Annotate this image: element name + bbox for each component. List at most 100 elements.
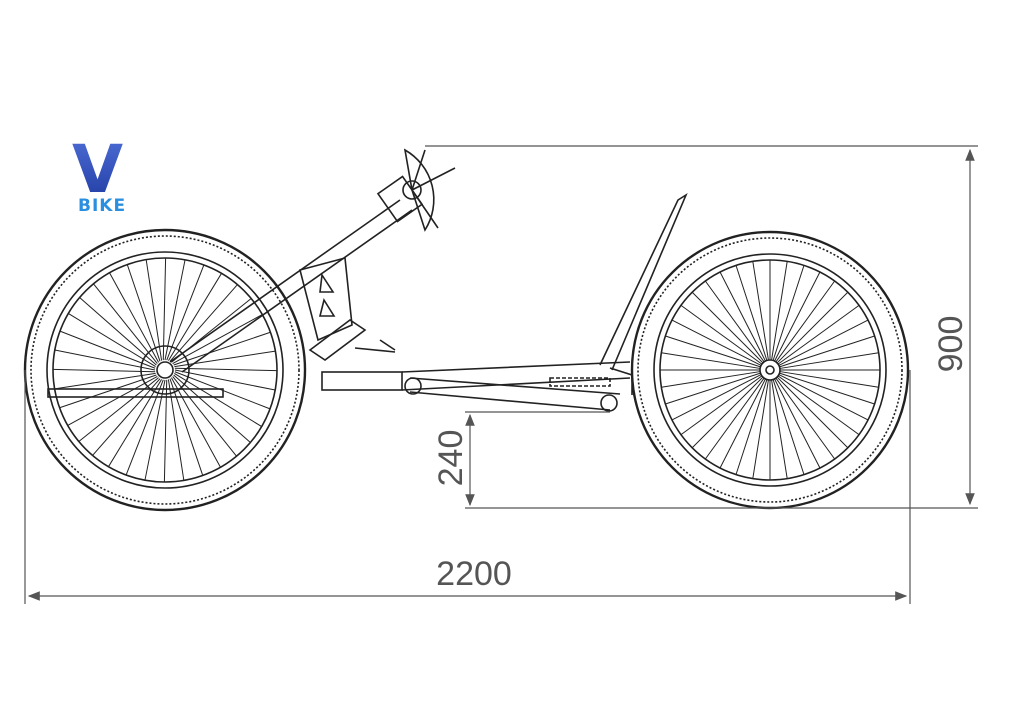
spoke	[704, 280, 765, 363]
spoke	[704, 377, 765, 460]
pivot-rear	[600, 394, 618, 412]
spoke	[775, 280, 836, 363]
left-rim-outer	[46, 251, 284, 489]
spoke	[173, 331, 271, 366]
height-dimension: 900	[425, 145, 978, 509]
left-rim-inner	[52, 257, 278, 483]
left-wheel-spokes	[52, 257, 278, 483]
spoke	[680, 375, 763, 436]
spoke	[735, 379, 768, 475]
right-wheel	[630, 230, 910, 510]
fairing-ribs	[411, 149, 456, 229]
spoke	[79, 297, 157, 366]
spoke	[778, 319, 869, 366]
right-tire-tread	[637, 237, 903, 503]
spoke	[779, 371, 879, 388]
spoke	[735, 265, 768, 361]
spoke	[170, 377, 221, 468]
spoke	[169, 378, 204, 476]
spoke	[164, 259, 186, 361]
spoke	[144, 379, 166, 481]
spoke	[174, 350, 276, 368]
seat-rail	[549, 377, 611, 387]
spoke	[671, 374, 762, 421]
spoke	[719, 378, 766, 469]
spoke	[54, 349, 156, 371]
spoke	[772, 379, 805, 475]
main-frame-front	[321, 371, 403, 391]
height-label: 900	[932, 316, 970, 373]
bike-frame	[47, 192, 688, 412]
spoke	[59, 374, 157, 409]
spoke	[93, 283, 158, 364]
spoke	[54, 372, 156, 390]
spoke	[752, 379, 769, 479]
spoke	[774, 378, 821, 469]
spoke	[771, 261, 788, 361]
steering-plate-holes	[318, 272, 336, 317]
spoke	[167, 273, 222, 361]
spoke	[173, 374, 251, 443]
left-brake-disc	[140, 345, 190, 395]
spoke	[779, 335, 875, 368]
length-dimension: 2200	[24, 370, 911, 604]
spoke	[162, 257, 167, 361]
spoke	[752, 261, 769, 361]
spoke	[169, 284, 238, 362]
spoke	[59, 330, 156, 369]
spoke	[665, 372, 761, 405]
spoke	[779, 372, 875, 405]
spoke	[174, 372, 262, 427]
left-hub	[156, 361, 174, 379]
right-axle	[765, 365, 775, 375]
spoke	[109, 272, 160, 363]
spoke	[163, 379, 168, 483]
spoke	[671, 319, 762, 366]
linkage	[354, 339, 396, 353]
spoke	[174, 369, 276, 391]
spoke	[108, 379, 163, 467]
spoke	[777, 304, 860, 365]
crank-hub	[402, 180, 422, 200]
left-wheel	[23, 228, 307, 512]
seat-bracket	[609, 367, 633, 395]
fairing	[403, 148, 435, 232]
right-wheel-spokes	[660, 260, 880, 480]
spoke	[92, 378, 161, 456]
main-frame-tubes	[401, 361, 631, 411]
logo-letter: V	[72, 131, 123, 208]
spoke	[776, 291, 849, 364]
steering-plate	[299, 256, 353, 342]
left-axle-tube	[47, 388, 224, 398]
spoke	[691, 376, 764, 449]
vbike-logo: V BIKE	[72, 131, 125, 216]
spoke	[661, 352, 761, 369]
spoke	[776, 376, 849, 449]
spoke	[166, 264, 205, 361]
clearance-dimension: 240	[432, 411, 610, 507]
crank-assembly	[376, 148, 456, 232]
spoke	[172, 314, 263, 365]
spoke	[778, 374, 869, 421]
spoke	[174, 367, 278, 372]
spoke	[719, 271, 766, 362]
spoke	[772, 265, 805, 361]
spoke	[661, 371, 761, 388]
left-tire-tread	[30, 235, 300, 505]
pivot-front	[404, 377, 422, 395]
spoke	[145, 259, 163, 361]
right-hub	[759, 359, 781, 381]
spoke	[691, 291, 764, 364]
spoke	[126, 264, 161, 362]
spoke	[680, 304, 763, 365]
spoke	[67, 375, 158, 426]
seat-back	[599, 192, 688, 371]
length-label: 2200	[436, 555, 512, 593]
clearance-label: 240	[432, 430, 470, 487]
spoke	[665, 335, 761, 368]
spoke	[52, 368, 156, 373]
spoke	[775, 377, 836, 460]
spoke	[777, 375, 860, 436]
spoke	[125, 379, 164, 476]
spoke	[167, 379, 185, 481]
